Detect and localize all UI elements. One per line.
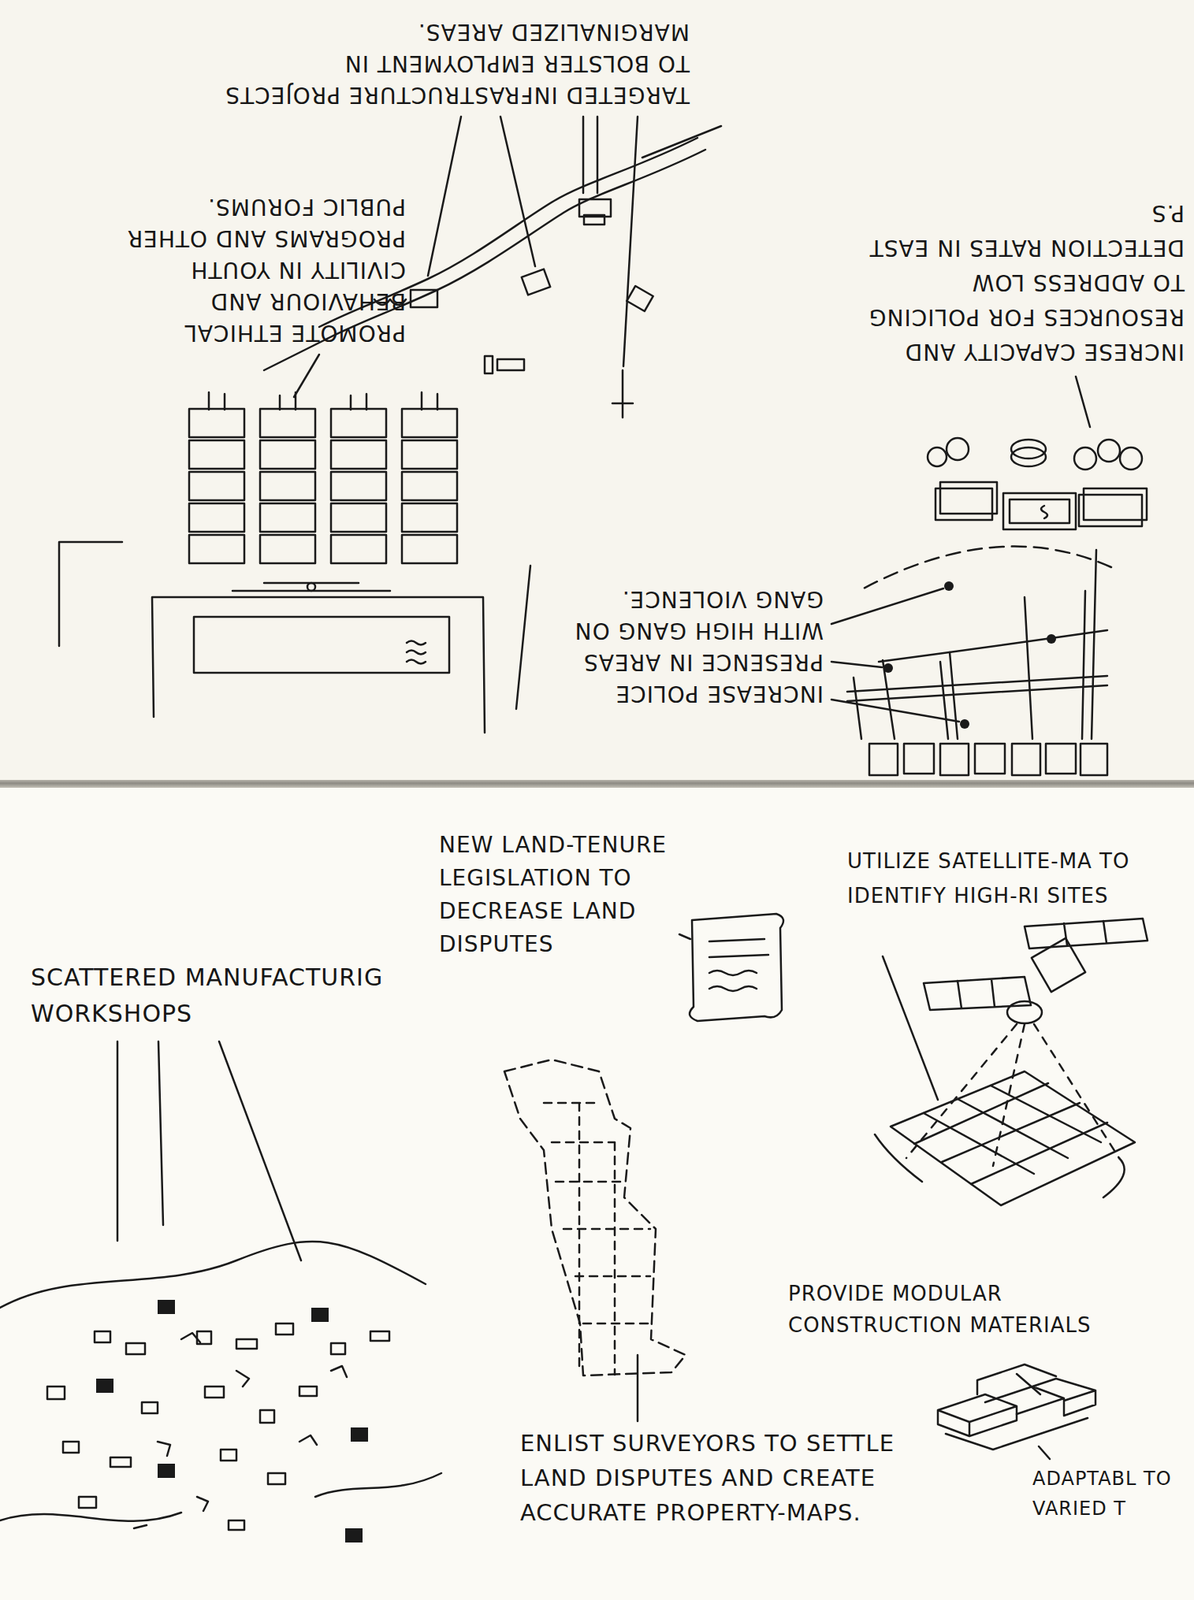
handwritten-note: NEW LAND-TENURE LEGISLATION TO DECREASE … (438, 829, 692, 962)
note-position: PROMOTE ETHICAL BEHAVIOUR AND CIVILITY I… (122, 190, 406, 349)
page: NEW LAND-TENURE LEGISLATION TO DECREASE … (0, 788, 1194, 1600)
handwritten-note: PROMOTE ETHICAL BEHAVIOUR AND CIVILITY I… (122, 190, 406, 349)
note-position: UTILIZE SATELLITE-MA TO IDENTIFY HIGH-RI… (847, 844, 1171, 914)
note-position: PROVIDE MODULAR CONSTRUCTION MATERIALS (788, 1278, 1120, 1342)
handwritten-note: UTILIZE SATELLITE-MA TO IDENTIFY HIGH-RI… (847, 844, 1171, 914)
handwritten-note: TARGETED INFRASTRUCTURE PROJECTS TO BOLS… (185, 15, 690, 111)
note-position: ENLIST SURVEYORS TO SETTLE LAND DISPUTES… (520, 1426, 946, 1531)
note-position: INCREASE POLICE PRESENCE IN AREAS WITH H… (563, 583, 824, 710)
note-position: SCATTERED MANUFACTURIG WORKSHOPS (30, 959, 473, 1033)
handwritten-note: ENLIST SURVEYORS TO SETTLE LAND DISPUTES… (520, 1426, 946, 1531)
note-position: NEW LAND-TENURE LEGISLATION TO DECREASE … (438, 829, 692, 962)
note-position: TARGETED INFRASTRUCTURE PROJECTS TO BOLS… (185, 15, 690, 111)
handwritten-note: INCRESE CAPACITY AND RESOURCES FOR POLIC… (845, 195, 1185, 369)
handwritten-note: PROVIDE MODULAR CONSTRUCTION MATERIALS (788, 1278, 1120, 1342)
note-position: ADAPTABL TO VARIED T (1032, 1464, 1187, 1525)
handwritten-note: SCATTERED MANUFACTURIG WORKSHOPS (30, 959, 473, 1033)
handwritten-note: ADAPTABL TO VARIED T (1032, 1464, 1187, 1525)
note-position: INCRESE CAPACITY AND RESOURCES FOR POLIC… (845, 195, 1185, 369)
upside-down-page: TARGETED INFRASTRUCTURE PROJECTS TO BOLS… (0, 0, 1194, 781)
handwritten-note: INCREASE POLICE PRESENCE IN AREAS WITH H… (563, 583, 824, 710)
